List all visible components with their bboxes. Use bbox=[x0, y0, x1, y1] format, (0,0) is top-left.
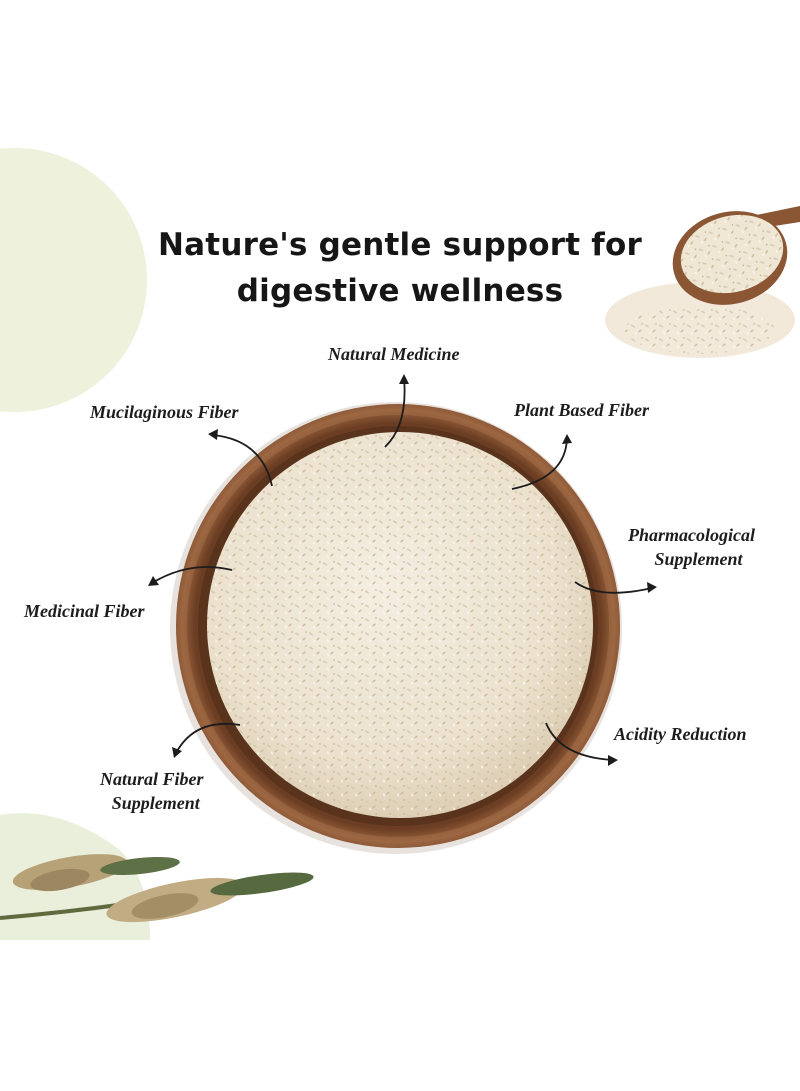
arrow-plant-based-fiber bbox=[511, 437, 568, 490]
label-natural-fiber-line-2: Supplement bbox=[111, 793, 200, 813]
arrow-pharmacological bbox=[574, 581, 653, 594]
label-natural-fiber-line-1: Natural Fiber bbox=[100, 769, 204, 789]
headline: Nature's gentle support for digestive we… bbox=[100, 222, 700, 314]
arrow-natural-fiber bbox=[175, 723, 241, 754]
headline-line-2: digestive wellness bbox=[236, 273, 564, 309]
arrow-acidity-reduction bbox=[545, 722, 614, 761]
label-acidity-reduction: Acidity Reduction bbox=[614, 724, 747, 744]
decor-circle-top bbox=[0, 148, 147, 412]
arrows bbox=[151, 377, 653, 761]
label-natural-fiber-supplement: Natural Fiber Supplement bbox=[100, 767, 204, 815]
label-pharmacological-line-2: Supplement bbox=[654, 549, 743, 569]
label-plant-based-fiber: Plant Based Fiber bbox=[514, 400, 650, 420]
arrowheads bbox=[148, 374, 657, 766]
label-pharmacological-supplement: Pharmacological Supplement bbox=[628, 523, 755, 571]
label-medicinal-fiber: Medicinal Fiber bbox=[24, 601, 145, 621]
arrow-natural-medicine bbox=[384, 377, 406, 448]
label-pharmacological-line-1: Pharmacological bbox=[628, 525, 755, 545]
arrow-medicinal-fiber bbox=[151, 566, 233, 584]
arrow-mucilaginous-fiber bbox=[212, 434, 273, 487]
spoon-icon bbox=[605, 206, 800, 358]
label-natural-medicine: Natural Medicine bbox=[328, 344, 460, 364]
plantago-plant-icon bbox=[0, 854, 314, 923]
headline-line-1: Nature's gentle support for bbox=[158, 227, 642, 263]
bowl-icon bbox=[170, 402, 622, 854]
label-mucilaginous-fiber: Mucilaginous Fiber bbox=[90, 402, 239, 422]
